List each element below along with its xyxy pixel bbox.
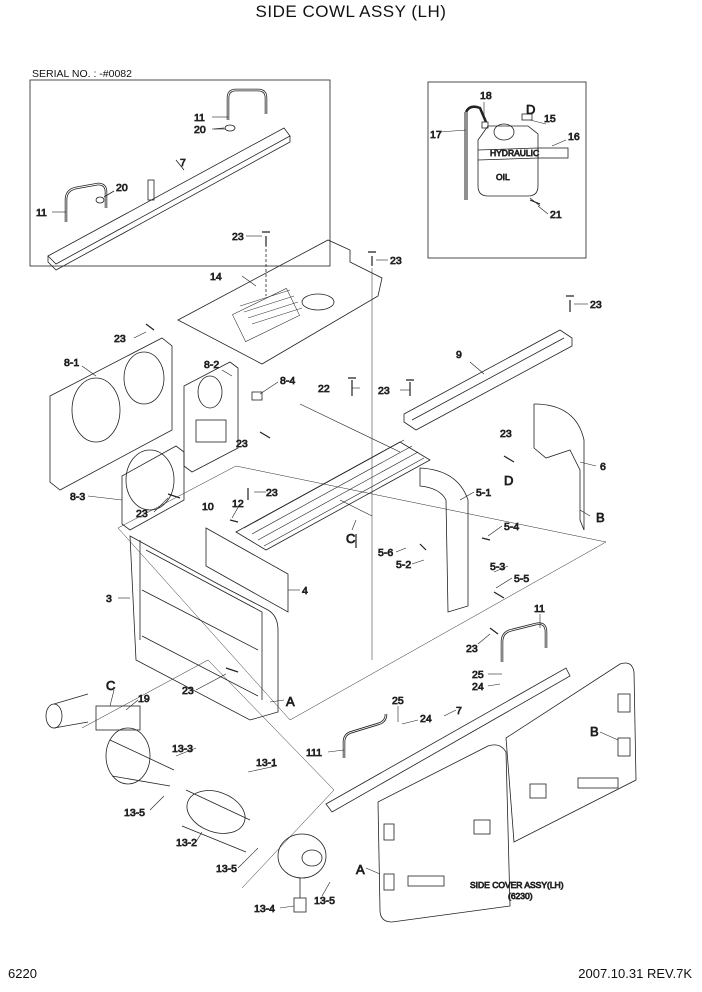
handle-part-11 bbox=[500, 622, 548, 662]
callout: 18 bbox=[480, 90, 492, 102]
tank-inset-box bbox=[427, 81, 587, 259]
side-cover-front bbox=[377, 744, 511, 923]
callout: 23 bbox=[590, 299, 602, 311]
callout: 5-2 bbox=[396, 559, 411, 571]
callout: 4 bbox=[302, 585, 308, 597]
callout: 5-3 bbox=[490, 561, 505, 573]
bar-part-9 bbox=[403, 329, 573, 431]
callout: C bbox=[106, 678, 115, 693]
callout: D bbox=[504, 473, 513, 488]
top-cover-grille bbox=[232, 288, 303, 342]
callout: 13-3 bbox=[172, 743, 193, 755]
callout: 7 bbox=[456, 705, 462, 717]
callout: 24 bbox=[472, 681, 484, 693]
callout: 8-3 bbox=[70, 491, 85, 503]
top-cover-hole bbox=[301, 293, 335, 311]
callout: 15 bbox=[544, 113, 556, 125]
plate-part-4 bbox=[205, 527, 289, 613]
air-cleaner-assy bbox=[45, 693, 327, 913]
callout: C bbox=[346, 531, 355, 546]
side-cover-note: SIDE COVER ASSY(LH) bbox=[470, 880, 564, 890]
callout: 12 bbox=[232, 498, 244, 510]
callout: 9 bbox=[456, 349, 462, 361]
callout: 23 bbox=[232, 231, 244, 243]
top-cover-part-14 bbox=[177, 239, 383, 365]
callout: 23 bbox=[182, 685, 194, 697]
callout: 13-4 bbox=[254, 903, 275, 915]
callout: 11 bbox=[36, 207, 47, 219]
callout: 13-2 bbox=[176, 837, 197, 849]
callout: 16 bbox=[568, 131, 580, 143]
bolts bbox=[145, 199, 574, 673]
tank-body bbox=[477, 125, 539, 197]
tank-label-1: HYDRAULIC bbox=[490, 148, 539, 158]
tank-label-2: OIL bbox=[496, 172, 510, 182]
callout: 13-5 bbox=[314, 895, 335, 907]
callout: A bbox=[286, 694, 295, 709]
callout: 11 bbox=[194, 112, 205, 124]
side-cover-note-ref: (6230) bbox=[508, 891, 533, 901]
page-title: SIDE COWL ASSY (LH) bbox=[255, 2, 447, 21]
handle-part-111 bbox=[342, 713, 388, 758]
callout: 5-1 bbox=[476, 487, 491, 499]
callout: 8-4 bbox=[280, 375, 295, 387]
rail-part-7-inset bbox=[47, 127, 291, 265]
panel-part-8-2 bbox=[183, 361, 239, 473]
serial-number: SERIAL NO. : -#0082 bbox=[32, 68, 132, 80]
callout: 25 bbox=[472, 669, 484, 681]
date-revision: 2007.10.31 REV.7K bbox=[578, 966, 692, 981]
callout: 14 bbox=[210, 271, 222, 283]
filter-part-13-2 bbox=[186, 790, 246, 834]
cowl-part-3 bbox=[129, 535, 279, 721]
cap-part-13-4-housing bbox=[277, 833, 327, 879]
callout: 23 bbox=[136, 508, 148, 520]
side-cover-rear bbox=[505, 662, 637, 843]
callout: 8-2 bbox=[204, 359, 219, 371]
callout: 111 bbox=[306, 747, 322, 759]
callout-labels: 11 20 7 20 11 18 D 15 16 17 21 23 14 23 … bbox=[36, 90, 607, 916]
handle-upper-inset bbox=[226, 88, 268, 120]
leader-lines bbox=[52, 102, 619, 909]
callout: 23 bbox=[378, 385, 390, 397]
callout: 23 bbox=[236, 438, 248, 450]
callout: 20 bbox=[194, 124, 206, 136]
callout: A bbox=[356, 862, 365, 877]
bracket-part-6 bbox=[533, 404, 585, 531]
callout: 21 bbox=[550, 209, 562, 221]
callout: 5-6 bbox=[378, 547, 393, 559]
callout: 8-1 bbox=[64, 357, 79, 369]
callout: 7 bbox=[180, 157, 186, 169]
valve-part-13-4 bbox=[293, 897, 307, 913]
callout: 23 bbox=[390, 255, 402, 267]
callout: 13-1 bbox=[256, 757, 277, 769]
rail-part-7 bbox=[325, 667, 571, 813]
callout: 20 bbox=[116, 182, 128, 194]
callout: 23 bbox=[266, 487, 278, 499]
panel-part-8-3 bbox=[121, 445, 185, 531]
callout: 6 bbox=[600, 461, 606, 473]
callout: 19 bbox=[138, 693, 150, 705]
callout: 23 bbox=[466, 643, 478, 655]
callout: 24 bbox=[420, 713, 432, 725]
callout: 5-4 bbox=[504, 521, 519, 533]
panel-part-8-1 bbox=[49, 337, 173, 491]
page-number: 6220 bbox=[8, 966, 37, 981]
callout: 13-5 bbox=[124, 807, 145, 819]
frame-part-5-1 bbox=[419, 467, 469, 613]
callout: 23 bbox=[500, 428, 512, 440]
callout: 10 bbox=[202, 501, 214, 513]
callout: D bbox=[526, 102, 535, 117]
callout: 13-5 bbox=[216, 863, 237, 875]
callout: 23 bbox=[114, 333, 126, 345]
callout: 25 bbox=[392, 695, 404, 707]
callout: 3 bbox=[106, 593, 112, 605]
callout: 17 bbox=[430, 129, 442, 141]
callout: B bbox=[590, 724, 599, 739]
callout: 5-5 bbox=[514, 573, 529, 585]
callout: 22 bbox=[318, 383, 330, 395]
callout: 11 bbox=[534, 603, 545, 615]
serial-inset-box bbox=[29, 79, 331, 267]
callout: B bbox=[596, 510, 605, 525]
